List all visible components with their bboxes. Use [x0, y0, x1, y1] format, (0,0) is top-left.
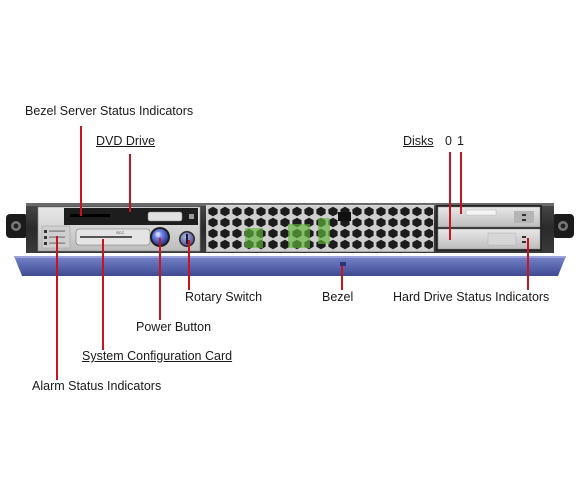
leader-line-rotary-switch	[188, 240, 190, 290]
rack-ear-left-icon	[6, 214, 28, 238]
svg-text:SCC: SCC	[116, 230, 125, 235]
label-power-button: Power Button	[136, 320, 212, 334]
rotary-switch-icon[interactable]	[179, 231, 195, 247]
leader-line-bezel	[341, 266, 343, 290]
leader-line-bezel-server-status	[80, 126, 82, 216]
leader-line-system-config-card	[102, 239, 104, 350]
label-alarm-status-indicators: Alarm Status Indicators	[32, 379, 162, 393]
leader-line-disk-0	[449, 152, 451, 240]
leader-line-hard-drive-status	[527, 238, 529, 290]
leader-line-disk-1	[460, 152, 462, 214]
label-disk-0: 0	[445, 134, 452, 148]
label-bezel: Bezel	[322, 290, 354, 304]
dvd-drive-bay	[64, 208, 198, 225]
power-button-icon[interactable]	[150, 227, 170, 247]
label-rotary-switch: Rotary Switch	[185, 290, 263, 304]
label-disk-1: 1	[457, 134, 464, 148]
bezel-strip	[14, 256, 566, 276]
vent-grille-icon	[206, 205, 434, 252]
rack-ear-right-icon	[552, 214, 574, 238]
label-hard-drive-status-indicators: Hard Drive Status Indicators	[393, 290, 550, 304]
leader-line-power-button	[159, 238, 161, 320]
system-configuration-card-slot: SCC	[75, 228, 151, 246]
leader-line-alarm-status	[56, 236, 58, 380]
disk-bay-icon	[436, 205, 542, 251]
link-disks[interactable]: Disks	[403, 134, 434, 148]
label-bezel-server-status-indicators: Bezel Server Status Indicators	[25, 104, 194, 118]
link-dvd-drive[interactable]: DVD Drive	[96, 134, 156, 148]
leader-line-dvd-drive	[129, 154, 131, 212]
link-system-configuration-card[interactable]: System Configuration Card	[82, 349, 233, 363]
